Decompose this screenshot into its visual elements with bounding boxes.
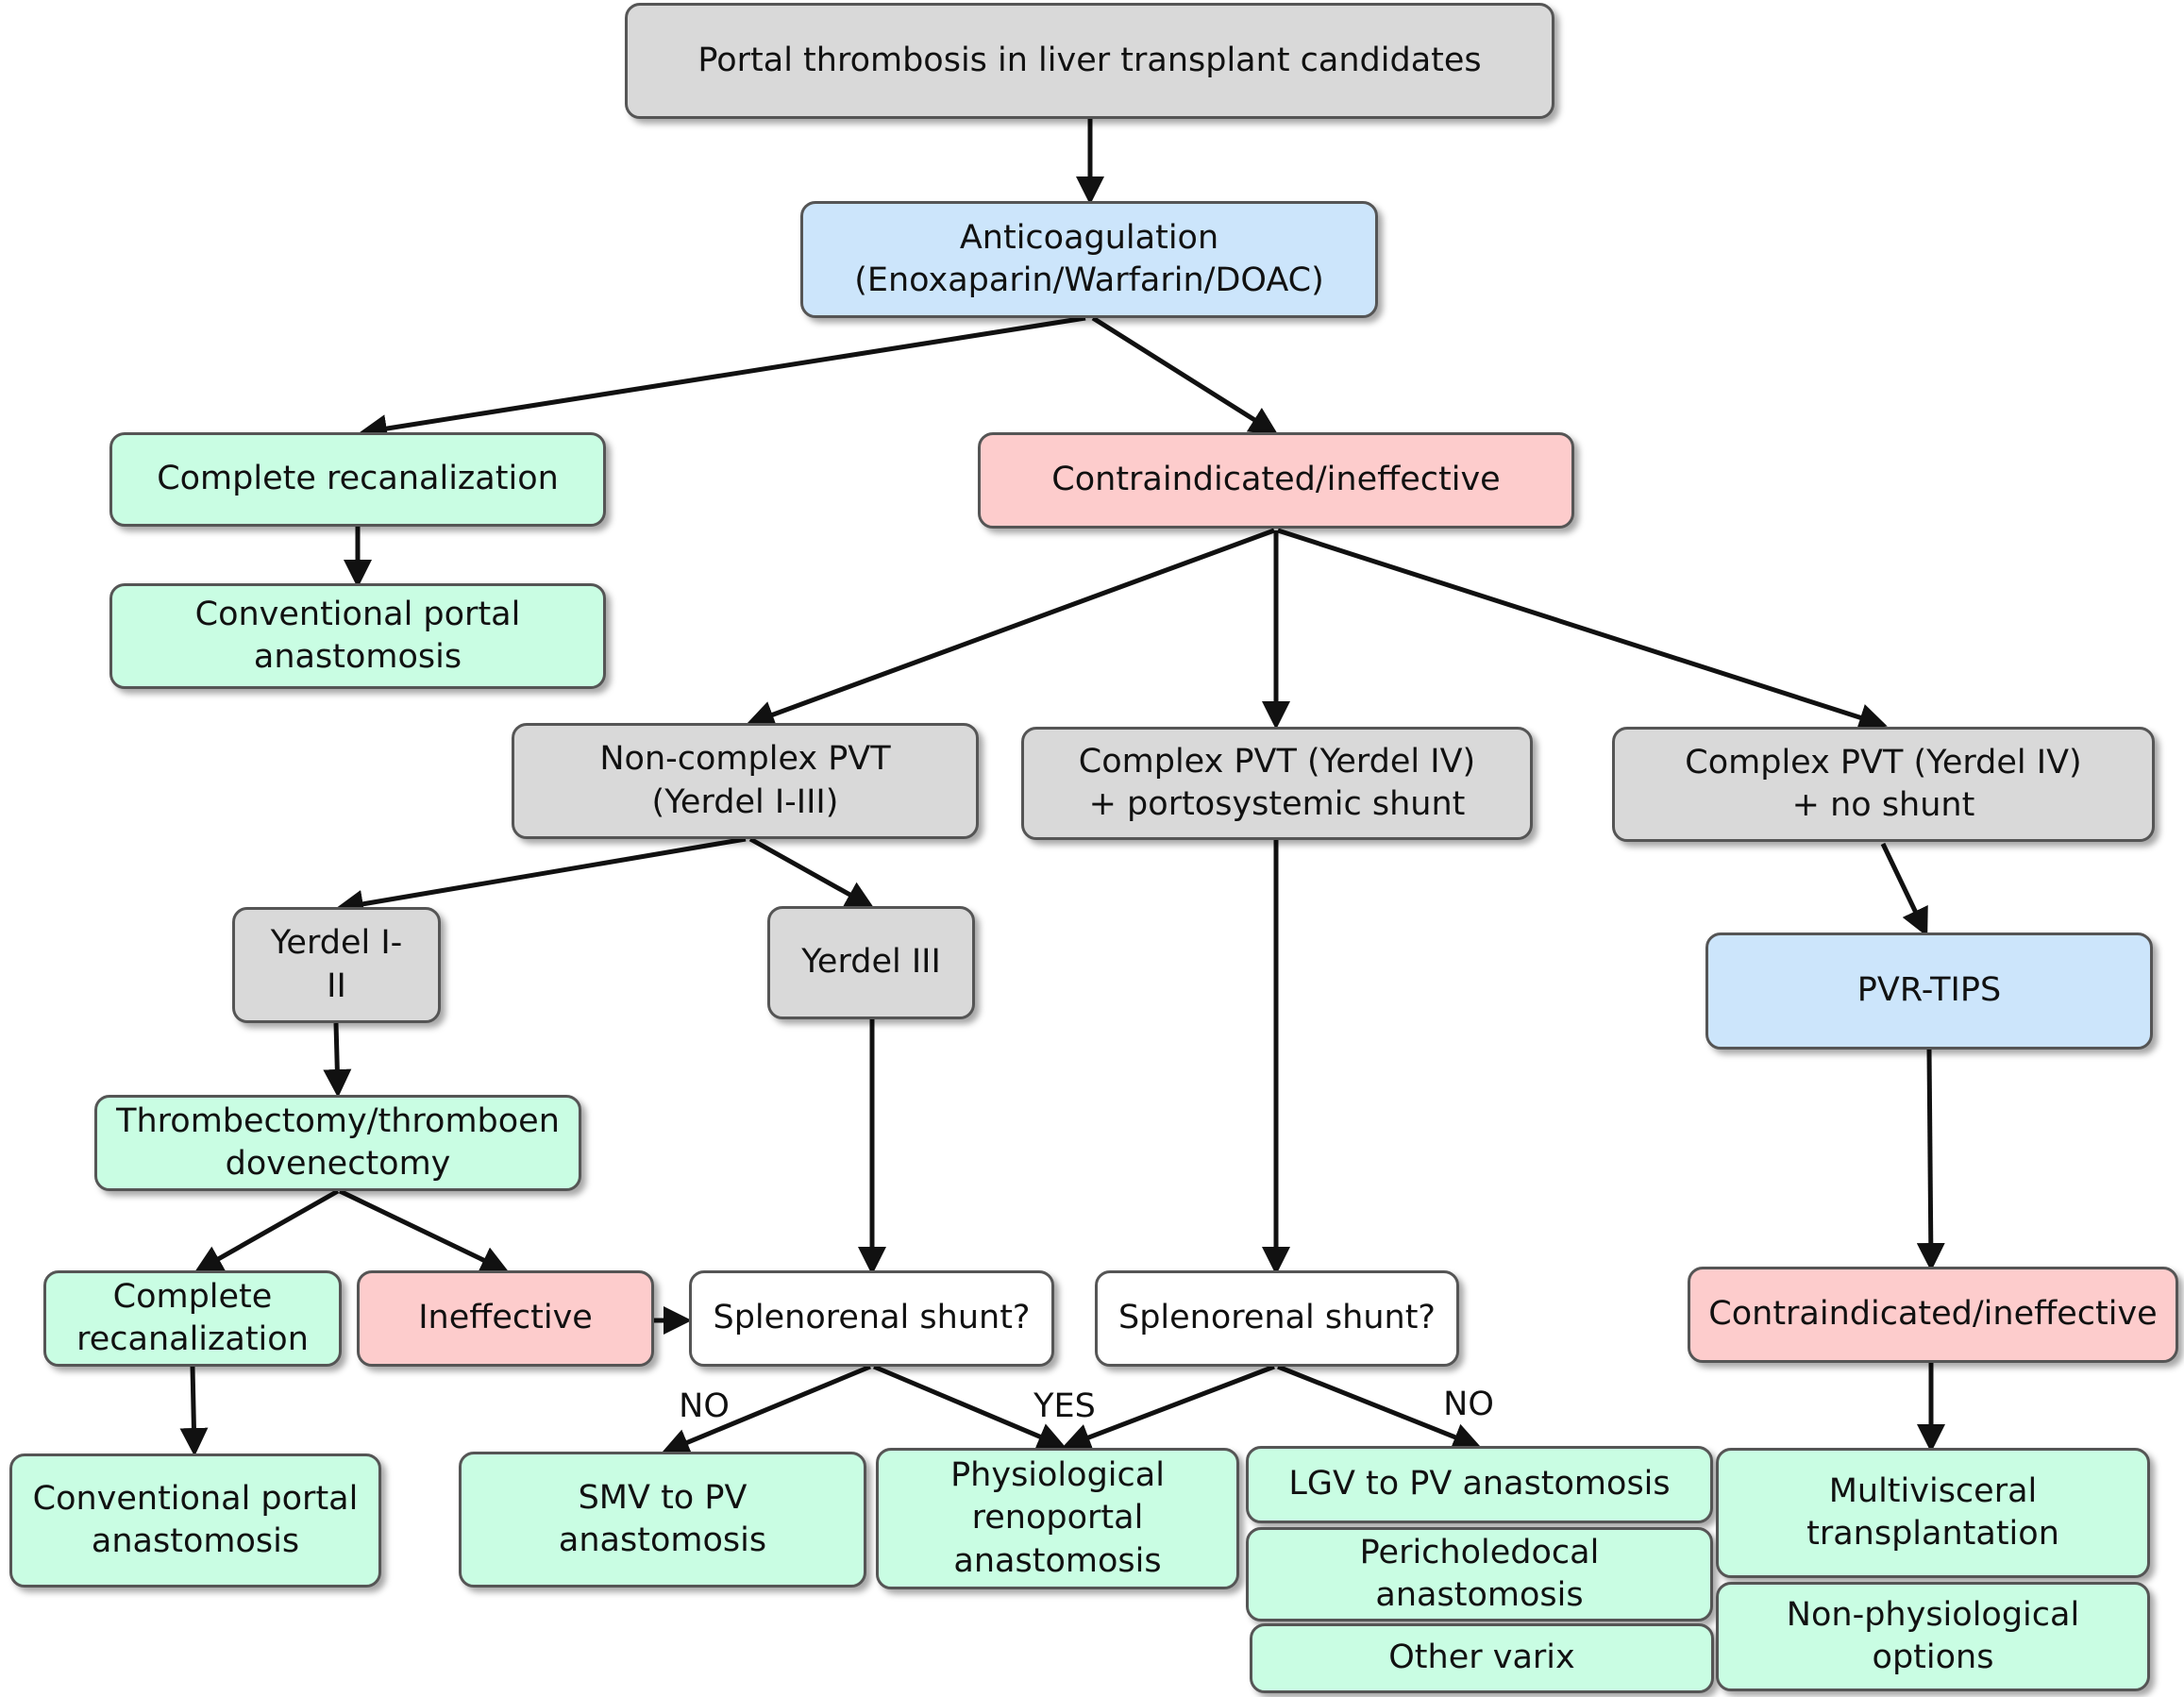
edge-noncomplex-yerdel12 — [335, 836, 747, 918]
node-splenorenal-shunt-1: Splenorenal shunt? — [689, 1270, 1054, 1367]
edge-label-yes: YES — [1033, 1387, 1096, 1425]
node-contraindicated-2: Contraindicated/ineffective — [1688, 1267, 2178, 1363]
node-portal-thrombosis: Portal thrombosis in liver transplant ca… — [625, 3, 1554, 119]
node-complete-recanalization-2: Complete recanalization — [43, 1270, 342, 1367]
edge-anticoag-contra — [1091, 315, 1279, 435]
node-non-complex-pvt: Non-complex PVT (Yerdel I-III) — [512, 723, 979, 839]
node-complex-pvt-no-shunt: Complex PVT (Yerdel IV) + no shunt — [1612, 727, 2155, 842]
edge-label-no-1: NO — [679, 1387, 730, 1425]
node-multivisceral: Multivisceral transplantation — [1716, 1448, 2150, 1578]
node-non-physiological: Non-physiological options — [1716, 1582, 2150, 1691]
node-complex-pvt-shunt: Complex PVT (Yerdel IV) + portosystemic … — [1021, 727, 1533, 840]
edge-thrombectomy-completerecan2 — [193, 1188, 340, 1273]
edge-splenorenal1-physio — [873, 1364, 1067, 1451]
edge-pvrtips-contra2 — [1916, 1049, 1945, 1271]
node-other-varix: Other varix — [1250, 1623, 1714, 1693]
edge-splenorenal2-lgv — [1277, 1364, 1482, 1451]
node-yerdel-1-2: Yerdel I- II — [232, 907, 441, 1023]
node-conventional-portal-1: Conventional portal anastomosis — [109, 583, 606, 689]
edge-splenorenal2-physio — [1062, 1364, 1275, 1452]
edge-completerecan2-convportal2 — [179, 1366, 209, 1456]
edge-noncomplex-yerdel3 — [748, 836, 875, 909]
node-ineffective: Ineffective — [357, 1270, 654, 1367]
edge-anticoag-complete-recan — [359, 315, 1086, 443]
edge-contra-complex-noshunt — [1277, 528, 1888, 731]
node-pericholedocal: Pericholedocal anastomosis — [1246, 1527, 1713, 1621]
node-conventional-portal-2: Conventional portal anastomosis — [9, 1453, 381, 1588]
edge-complexnoshunt-pvrtips — [1880, 842, 1928, 937]
node-pvr-tips: PVR-TIPS — [1705, 933, 2153, 1050]
node-smv-to-pv: SMV to PV anastomosis — [459, 1452, 866, 1588]
edge-yerdel12-thrombectomy — [323, 1022, 352, 1098]
edge-splenorenal1-smv — [661, 1364, 871, 1456]
node-splenorenal-shunt-2: Splenorenal shunt? — [1095, 1270, 1459, 1367]
edge-contra-noncomplex — [746, 528, 1275, 729]
node-thrombectomy: Thrombectomy/thromboen dovenectomy — [94, 1095, 581, 1191]
edge-thrombectomy-ineffective — [338, 1188, 510, 1273]
node-contraindicated-1: Contraindicated/ineffective — [978, 432, 1574, 529]
node-yerdel-3: Yerdel III — [767, 906, 975, 1019]
node-physiological-renoportal: Physiological renoportal anastomosis — [876, 1448, 1239, 1589]
edge-label-no-2: NO — [1443, 1386, 1494, 1423]
node-anticoagulation: Anticoagulation (Enoxaparin/Warfarin/DOA… — [800, 201, 1378, 318]
node-lgv-to-pv: LGV to PV anastomosis — [1246, 1446, 1713, 1523]
node-complete-recanalization: Complete recanalization — [109, 432, 606, 527]
